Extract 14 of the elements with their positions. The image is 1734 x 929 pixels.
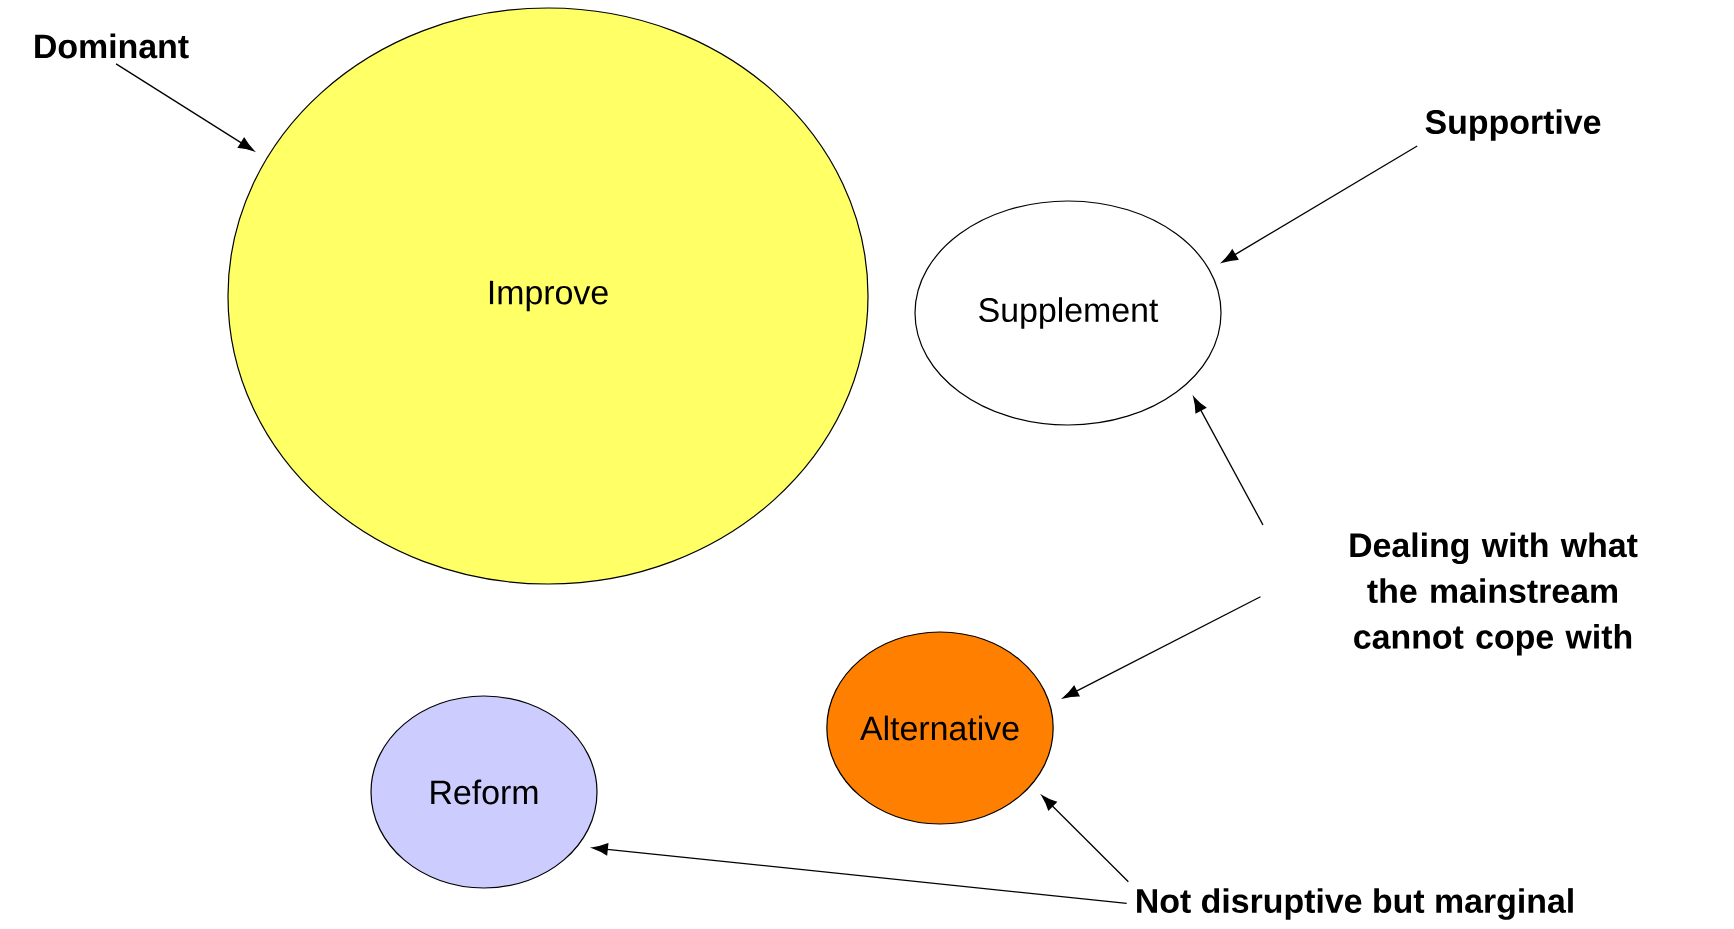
arrow [1041,795,1129,883]
text-label: Dominant [35,33,189,59]
arrow [115,63,255,152]
text-label: Not disruptive but marginal [1137,888,1573,920]
circle-node: Reform [370,695,598,889]
text-label: Supportive [1425,109,1601,141]
arrow [1221,145,1418,263]
arrow [592,843,1128,905]
circle-node: Alternative [826,631,1054,825]
circle-node: Improve [227,7,869,585]
arrow [1193,396,1264,526]
circle-node: Supplement [914,200,1222,426]
text-label: Dealing with what the mainstream cannot cope with [1350,532,1638,656]
arrow [1062,596,1262,699]
